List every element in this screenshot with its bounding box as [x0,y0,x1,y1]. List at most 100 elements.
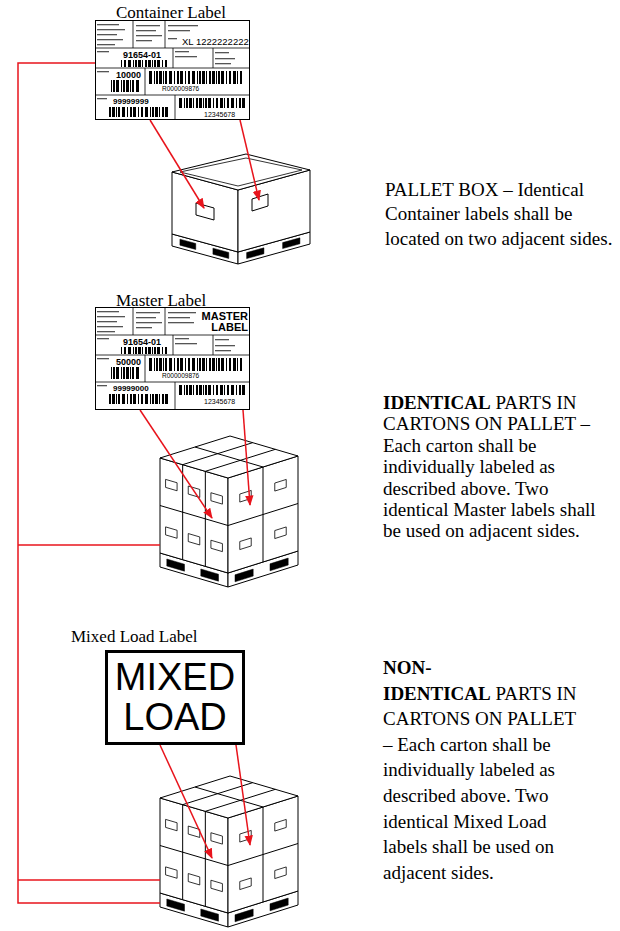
label-field: XL 1222222222 [182,37,249,47]
fine-print [175,51,189,52]
barcode-bar [150,394,151,404]
label-divider [133,307,134,335]
barcode-bar [142,60,143,67]
barcode-bar [184,385,185,395]
barcode-bar [155,394,158,404]
barcode-bar [188,71,190,84]
barcode-bar [231,385,234,395]
barcode-bar [239,98,241,108]
carton-label-patch [166,819,178,830]
reference-bracket [18,544,160,546]
barcode-bar [218,358,220,371]
barcode-bar [216,385,218,395]
barcode-bar [242,98,245,108]
carton-label-patch [166,527,178,538]
note-body: PARTS IN CARTONS ON PALLET – Each carton… [383,683,577,883]
fine-print [175,343,197,344]
fine-print [97,51,109,52]
label-field: 91654-01 [123,51,161,60]
barcode-bar [213,385,214,395]
label-divider [95,355,250,356]
barcode-bar [154,71,155,84]
barcode-bar [233,358,236,371]
barcode-bar [165,358,167,371]
barcode-bar [174,71,175,84]
barcode-bar [169,358,172,371]
box-opening [180,158,302,186]
label-divider [95,48,250,49]
fine-print [175,338,189,339]
fine-print [168,312,196,313]
barcode-bar [155,107,158,117]
box-label-patch [252,194,268,211]
fine-print [97,71,109,72]
barcode-bar [216,358,217,371]
barcode-bar [113,80,115,92]
carton-edge [205,449,275,471]
fine-print [97,316,125,317]
fine-print [136,317,156,318]
barcode-bar [208,98,211,108]
label-divider [95,68,250,69]
barcode-bar [135,347,137,354]
barcode-bar [221,71,224,84]
pallet-opening [180,239,196,249]
barcode-bar [199,358,201,371]
barcode-bar [236,98,237,108]
barcode-bar [159,394,160,404]
fine-print [97,24,119,25]
fine-print [168,38,177,39]
barcode-bar [154,347,156,354]
fine-print [168,322,194,323]
barcode-bar [112,107,115,117]
barcode-bar [128,347,131,354]
pallet-box [172,154,310,264]
barcode-bar [174,358,175,371]
barcode-bar [116,107,117,117]
fine-print [136,25,160,26]
barcode-bar [122,394,125,404]
barcode-bar [121,347,122,354]
barcode-bar [231,98,234,108]
barcode-bar [124,60,126,67]
barcode-bar [220,98,223,108]
barcode-bar [162,394,164,404]
label-divider [175,95,176,120]
barcode-bar [116,80,119,92]
barcode-bar [128,60,131,67]
label-divider [133,20,134,48]
barcode-bar [165,394,168,404]
fine-print [136,35,162,36]
master-label: Master LabelMASTER LABEL91654-0150000R00… [95,307,250,410]
barcode-bar [118,394,120,404]
barcode-bar [127,107,128,117]
fine-print [136,327,152,328]
pallet-opening [283,238,300,249]
barcode-bar [199,385,202,395]
carton-label-patch [275,867,286,879]
fine-print [136,322,162,323]
barcode-bar [130,80,131,92]
barcode-bar [227,385,229,395]
carton-pallet [160,776,298,927]
leader-arrow [243,410,250,505]
barcode-bar [154,60,156,67]
barcode-bar [202,71,205,84]
barcode-bar [133,60,134,67]
barcode-bar [227,98,229,108]
barcode-bar [157,60,160,67]
fine-print [97,39,123,40]
barcode-bar [237,71,238,84]
label-divider [145,355,146,382]
barcode-bar [165,60,167,67]
barcode-bar [109,107,111,117]
label-divider [213,48,214,68]
barcode-bar [199,98,202,108]
pallet-opening [201,569,219,581]
barcode-bar [130,107,132,117]
label-field: 99999000 [113,385,149,393]
barcode-bar [196,98,198,108]
barcode-bar [226,71,227,84]
barcode-bar [169,71,172,84]
barcode-bar [192,71,195,84]
